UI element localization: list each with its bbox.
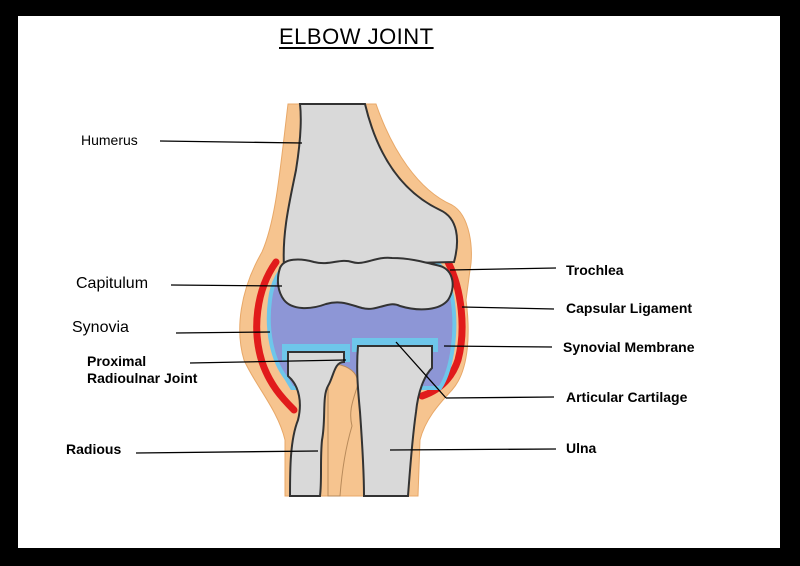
leader-lines bbox=[135, 140, 557, 454]
label-proximal-line1: Proximal bbox=[87, 353, 147, 369]
label-synovial-membrane: Synovial Membrane bbox=[563, 339, 695, 355]
radius-bone bbox=[287, 351, 345, 497]
label-capsular-ligament: Capsular Ligament bbox=[566, 300, 693, 316]
label-ulna: Ulna bbox=[566, 440, 597, 456]
leader-capsular bbox=[461, 306, 555, 310]
label-radious: Radious bbox=[66, 441, 122, 457]
leader-humerus bbox=[159, 140, 303, 144]
leader-capitulum bbox=[170, 284, 283, 287]
leader-radious bbox=[135, 450, 319, 454]
page-title: ELBOW JOINT bbox=[279, 24, 434, 49]
label-proximal-line2: Radioulnar Joint bbox=[87, 370, 198, 386]
leader-cartilage-a bbox=[395, 341, 447, 399]
ulna-bone bbox=[356, 345, 433, 497]
label-trochlea: Trochlea bbox=[566, 262, 624, 278]
label-humerus: Humerus bbox=[81, 132, 138, 148]
label-synovia: Synovia bbox=[72, 319, 129, 336]
interosseous-tissue bbox=[327, 363, 359, 497]
humerus-bone bbox=[282, 103, 459, 268]
label-articular-cartilage: Articular Cartilage bbox=[566, 389, 688, 405]
leader-trochlea bbox=[449, 267, 557, 271]
leader-ulna bbox=[389, 448, 557, 451]
leader-membrane bbox=[443, 345, 553, 348]
leader-cartilage-b bbox=[445, 396, 555, 399]
leader-proximal bbox=[189, 359, 347, 364]
label-capitulum: Capitulum bbox=[76, 275, 149, 292]
humerus-condyles bbox=[276, 256, 454, 311]
leader-synovia bbox=[175, 331, 271, 334]
